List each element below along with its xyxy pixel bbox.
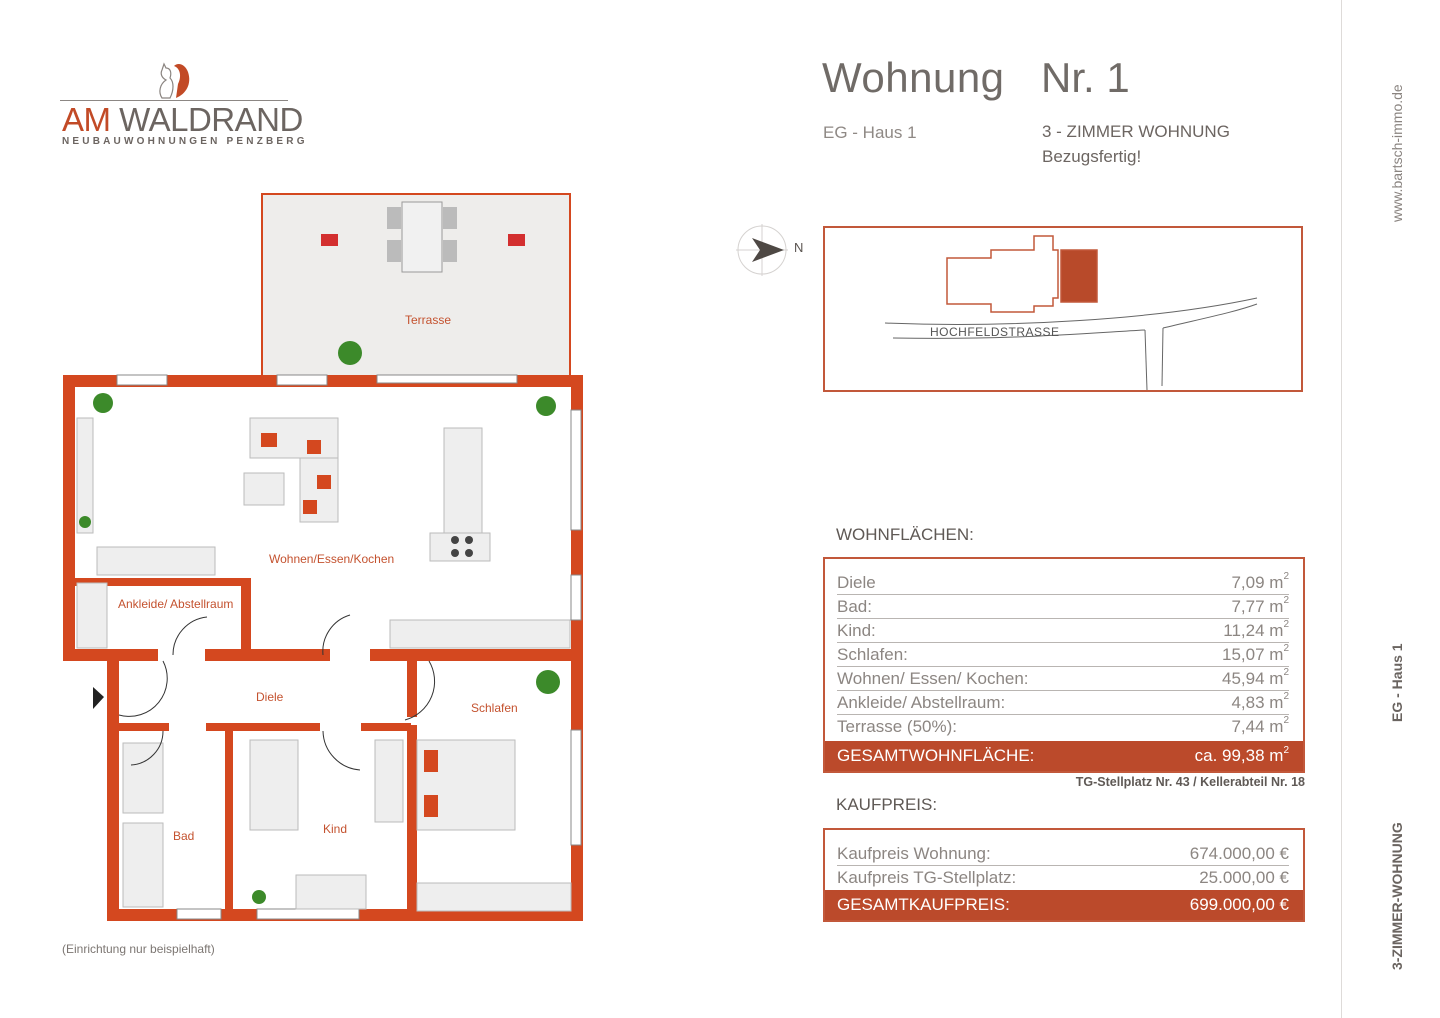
floor-plan-drawing	[63, 193, 583, 921]
logo-divider	[60, 100, 288, 101]
price-heading: KAUFPREIS:	[836, 795, 938, 814]
furnishing-note: (Einrichtung nur beispielhaft)	[62, 942, 215, 956]
logo-subtitle: NEUBAUWOHNUNGEN PENZBERG	[62, 136, 308, 147]
table-row: Wohnen/ Essen/ Kochen:45,94 m2	[837, 667, 1289, 691]
living-area-heading: WOHNFLÄCHEN:	[836, 525, 974, 544]
living-area-total: GESAMTWOHNFLÄCHE:ca. 99,38 m2	[825, 741, 1303, 771]
floor-plan: Terrasse Wohnen/Essen/Kochen Ankleide/ A…	[55, 185, 595, 930]
brand-logo: AM WALDRAND NEUBAUWOHNUNGEN PENZBERG	[60, 58, 305, 148]
price-total: GESAMTKAUFPREIS:699.000,00 €	[825, 890, 1303, 920]
table-row: Kaufpreis TG-Stellplatz:25.000,00 €	[837, 868, 1289, 887]
table-row: Kind:11,24 m2	[837, 619, 1289, 643]
site-map	[823, 226, 1303, 392]
table-row: Kaufpreis Wohnung:674.000,00 €	[837, 842, 1289, 866]
unit-type: 3 - ZIMMER WOHNUNG	[1042, 122, 1230, 141]
compass-icon	[736, 224, 788, 276]
unit-number: Nr. 1	[1041, 54, 1130, 101]
table-row: Bad:7,77 m2	[837, 595, 1289, 619]
room-label-diele: Diele	[256, 690, 284, 704]
sidebar-divider	[1341, 0, 1342, 1018]
room-label-wohnen: Wohnen/Essen/Kochen	[269, 552, 395, 566]
unit-location: EG - Haus 1	[823, 123, 917, 142]
sidebar-location: EG - Haus 1	[1389, 643, 1405, 722]
sidebar-type: 3-ZIMMER-WOHNUNG	[1389, 822, 1405, 970]
room-label-ankleide: Ankleide/ Abstellraum	[118, 597, 234, 611]
table-row: Schlafen:15,07 m2	[837, 643, 1289, 667]
street-label: HOCHFELDSTRASSE	[930, 325, 1060, 339]
room-label-kind: Kind	[323, 822, 348, 836]
compass-north-label: N	[794, 240, 804, 255]
page-title: Wohnung	[822, 54, 1005, 101]
table-row: Terrasse (50%):7,44 m2	[837, 715, 1289, 737]
room-label-schlafen: Schlafen	[471, 701, 518, 715]
site-map-drawing	[884, 235, 1258, 391]
room-label-terrasse: Terrasse	[405, 313, 452, 327]
price-table: Kaufpreis Wohnung:674.000,00 € Kaufpreis…	[823, 828, 1305, 922]
parking-note: TG-Stellplatz Nr. 43 / Kellerabteil Nr. …	[1075, 775, 1305, 789]
unit-status: Bezugsfertig!	[1042, 147, 1142, 166]
table-row: Ankleide/ Abstellraum:4,83 m2	[837, 691, 1289, 715]
room-label-bad: Bad	[173, 829, 195, 843]
logo-wordmark: AM WALDRAND	[62, 101, 303, 138]
squirrel-icon	[159, 62, 190, 99]
website-link[interactable]: www.bartsch-immo.de	[1389, 84, 1405, 222]
